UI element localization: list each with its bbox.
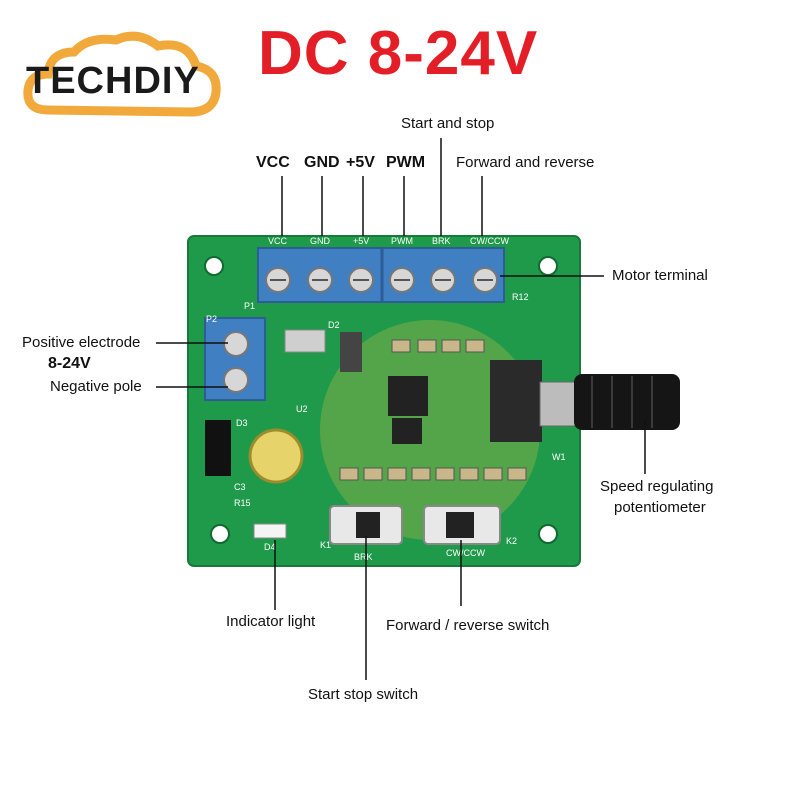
silk-k1: K1 <box>320 540 331 550</box>
silk-p2: P2 <box>206 314 217 324</box>
label-speed-pot-2: potentiometer <box>614 499 706 516</box>
mounting-holes <box>204 256 558 544</box>
silk-brk-sw: BRK <box>354 552 373 562</box>
label-forward-reverse: Forward and reverse <box>456 154 595 171</box>
pointer-lines <box>156 138 646 680</box>
label-5v: +5V <box>346 154 375 171</box>
silk-d2: D2 <box>328 320 340 330</box>
label-start-stop: Start and stop <box>401 115 495 132</box>
smd-components <box>205 329 542 481</box>
silk-vcc: VCC <box>268 236 288 246</box>
logo-text: TECHDIY <box>26 60 200 102</box>
label-ss-switch: Start stop switch <box>308 686 419 703</box>
silk-p1: P1 <box>244 301 255 311</box>
label-indicator-light: Indicator light <box>226 613 316 630</box>
brand-logo: TECHDIY <box>18 30 228 130</box>
silk-d3: D3 <box>236 418 248 428</box>
indicator-led <box>253 523 287 539</box>
label-speed-pot-1: Speed regulating <box>600 478 714 495</box>
label-motor-terminal: Motor terminal <box>612 267 708 284</box>
headline-voltage: DC 8-24V <box>258 19 539 88</box>
label-negative-pole: Negative pole <box>50 378 142 395</box>
label-gnd: GND <box>304 154 340 171</box>
label-voltage: 8-24V <box>48 355 91 372</box>
terminal-block-top <box>257 247 505 303</box>
silk-r15: R15 <box>234 498 251 508</box>
silk-r12: R12 <box>512 292 529 302</box>
capacitor <box>248 428 304 484</box>
silk-cwccw: CW/CCW <box>470 236 509 246</box>
silk-brk: BRK <box>432 236 451 246</box>
silk-u2: U2 <box>296 404 308 414</box>
logo-cloud-icon <box>23 31 221 117</box>
silk-pwm: PWM <box>391 236 413 246</box>
label-pwm: PWM <box>386 154 426 171</box>
silk-d4: D4 <box>264 542 276 552</box>
silk-c3: C3 <box>234 482 246 492</box>
potentiometer-knob <box>539 374 680 430</box>
silk-w1: W1 <box>552 452 566 462</box>
switch-start-stop <box>329 505 403 545</box>
silkscreen-text: VCC GND +5V PWM BRK CW/CCW P1 P2 R12 D2 … <box>206 236 566 562</box>
silk-5v: +5V <box>353 236 369 246</box>
label-fr-switch: Forward / reverse switch <box>386 617 550 634</box>
watermark-circle <box>320 320 540 540</box>
switch-forward-reverse <box>423 505 501 545</box>
label-positive-electrode: Positive electrode <box>22 334 141 351</box>
silk-k2: K2 <box>506 536 517 546</box>
silk-cwccw-sw: CW/CCW <box>446 548 485 558</box>
label-vcc: VCC <box>256 154 290 171</box>
silk-gnd: GND <box>310 236 331 246</box>
